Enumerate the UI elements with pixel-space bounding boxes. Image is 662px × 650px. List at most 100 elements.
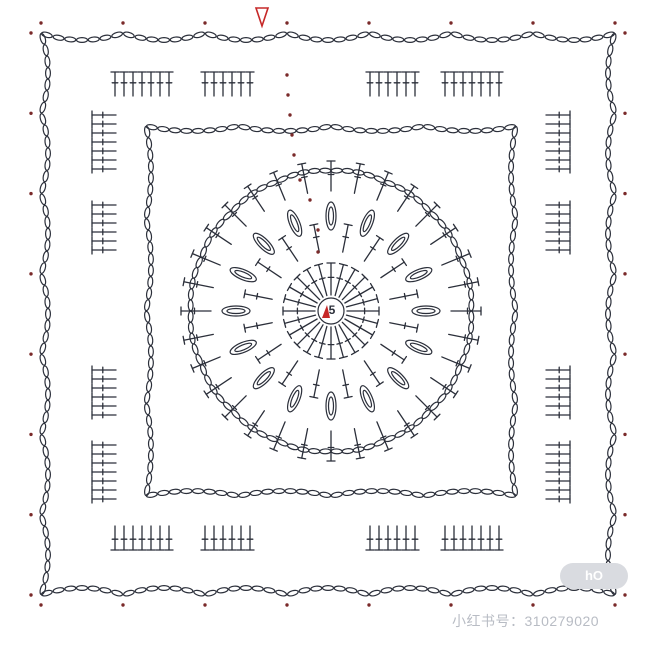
slip-stitch-dot xyxy=(203,21,206,24)
chain-stitch-oval xyxy=(215,126,227,132)
puff-stitch-inner xyxy=(417,309,435,314)
chain-stitch-oval xyxy=(39,182,47,194)
stitch-cross-bar xyxy=(363,300,364,305)
slip-stitch-dot xyxy=(39,603,42,606)
chain-stitch-oval xyxy=(463,343,471,355)
chain-stitch-oval xyxy=(144,218,151,230)
chain-stitch-oval xyxy=(252,586,263,592)
chain-stitch-oval xyxy=(44,561,50,572)
chain-stitch-oval xyxy=(229,586,240,592)
chain-stitch-oval xyxy=(511,218,518,230)
chain-stitch-oval xyxy=(545,587,557,594)
chain-stitch-oval xyxy=(606,377,612,388)
chain-stitch-oval xyxy=(188,289,194,300)
slip-stitch-dot xyxy=(623,112,626,115)
chain-stitch-oval xyxy=(320,168,331,173)
chain-stitch-oval xyxy=(475,586,486,592)
chain-stitch-oval xyxy=(580,37,591,43)
stitch-cross-bar xyxy=(464,335,465,340)
chain-stitch-oval xyxy=(241,586,252,591)
chain-stitch-oval xyxy=(241,38,252,43)
stitch-top-bar xyxy=(344,397,352,399)
puff-stitch xyxy=(228,337,258,357)
stitch-cross-bar xyxy=(320,278,325,279)
chain-stitch-oval xyxy=(509,334,515,345)
chain-stitch-oval xyxy=(510,195,516,207)
chain-stitch-oval xyxy=(256,183,268,192)
stitch-top-bar xyxy=(183,336,185,344)
chain-stitch-oval xyxy=(170,586,181,592)
chain-stitch-oval xyxy=(423,491,435,498)
chain-stitch-oval xyxy=(159,38,170,43)
stitch-cross-bar xyxy=(197,335,198,340)
chain-stitch-oval xyxy=(521,31,533,39)
stitch-cross-bar xyxy=(404,323,405,328)
chain-stitch-oval xyxy=(273,128,284,133)
chain-stitch-oval xyxy=(357,589,369,597)
slip-stitch-dot xyxy=(29,593,32,596)
stitch-top-bar xyxy=(287,332,291,339)
chain-stitch-oval xyxy=(42,90,49,102)
chain-stitch-oval xyxy=(469,311,474,322)
chain-stitch-oval xyxy=(363,171,375,179)
chain-stitch-oval xyxy=(609,503,617,515)
chain-stitch-oval xyxy=(204,127,215,133)
chain-stitch-oval xyxy=(205,589,217,597)
chain-stitch-oval xyxy=(100,587,112,594)
chain-stitch-oval xyxy=(487,38,498,43)
chain-stitch-oval xyxy=(323,586,334,591)
chain-stitch-oval xyxy=(447,489,458,495)
puff-stitch-inner xyxy=(329,207,334,225)
chain-stitch-oval xyxy=(264,34,276,41)
double-crochet-stitch xyxy=(245,294,272,299)
chain-stitch-oval xyxy=(227,491,239,498)
double-crochet-stitch xyxy=(225,205,246,226)
puff-stitch xyxy=(404,265,434,285)
chain-stitch-oval xyxy=(46,469,51,480)
stitch-top-bar xyxy=(204,224,208,231)
chain-stitch-oval xyxy=(331,449,342,454)
stitch-cross-bar xyxy=(302,444,307,445)
double-crochet-stitch xyxy=(245,323,272,328)
chain-stitch-oval xyxy=(53,34,65,41)
chain-stitch-oval xyxy=(400,126,412,132)
chain-stitch-oval xyxy=(533,31,545,39)
slip-stitch-dot xyxy=(285,21,288,24)
puff-stitch-inner xyxy=(362,389,374,408)
stitch-top-bar xyxy=(417,324,419,332)
chain-stitch-oval xyxy=(320,449,331,454)
chain-stitch-oval xyxy=(193,31,205,39)
chain-stitch-oval xyxy=(250,490,262,496)
stitch-top-bar xyxy=(371,284,375,291)
stitch-top-bar xyxy=(183,278,185,286)
puff-stitch-inner xyxy=(329,397,334,415)
chain-stitch-oval xyxy=(509,161,514,172)
chain-stitch-oval xyxy=(77,38,88,43)
chain-stitch-oval xyxy=(44,377,50,388)
stitch-cross-bar xyxy=(257,323,258,328)
puff-stitch xyxy=(228,265,258,285)
stitch-top-bar xyxy=(377,236,384,240)
chain-stitch-oval xyxy=(146,288,152,300)
chain-stitch-oval xyxy=(147,334,153,345)
double-crochet-stitch xyxy=(282,238,298,261)
chain-stitch-oval xyxy=(510,34,522,41)
double-crochet-stitch xyxy=(184,282,213,288)
chain-stitch-oval xyxy=(39,354,47,366)
stitch-cross-bar xyxy=(320,343,325,344)
puff-stitch xyxy=(222,306,250,316)
chain-stitch-oval xyxy=(169,489,180,495)
chain-stitch-oval xyxy=(606,320,612,331)
chain-stitch-oval xyxy=(342,448,353,454)
chain-stitch-oval xyxy=(217,34,229,41)
chain-stitch-oval xyxy=(147,184,153,195)
chain-stitch-oval xyxy=(148,438,153,449)
chain-stitch-oval xyxy=(498,37,509,43)
chain-stitch-oval xyxy=(481,127,492,133)
chain-stitch-oval xyxy=(607,44,614,56)
chain-stitch-oval xyxy=(39,262,47,274)
chain-stitch-oval xyxy=(170,37,181,43)
slip-stitch-dot xyxy=(531,21,534,24)
stitch-cross-bar xyxy=(363,317,364,322)
double-crochet-stitch xyxy=(390,323,417,328)
